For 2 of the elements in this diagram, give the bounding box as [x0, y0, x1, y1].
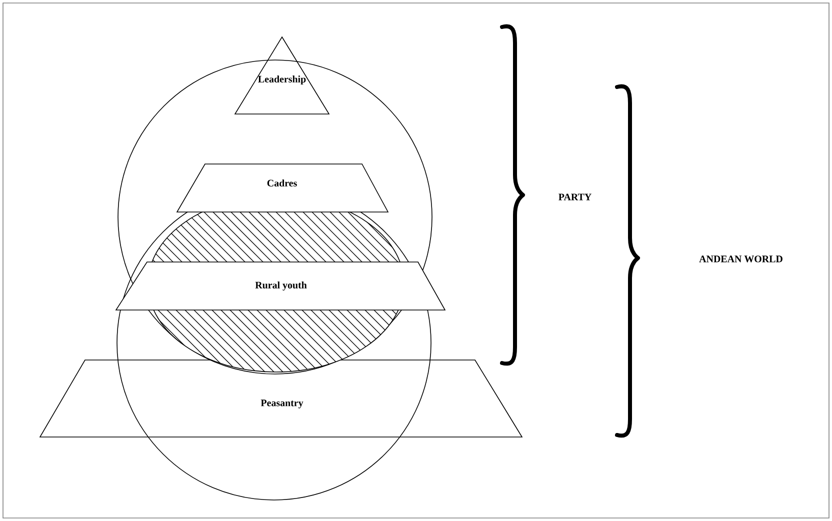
bracket-label: PARTY	[558, 194, 592, 200]
bracket-label: ANDEAN WORLD	[699, 256, 782, 262]
